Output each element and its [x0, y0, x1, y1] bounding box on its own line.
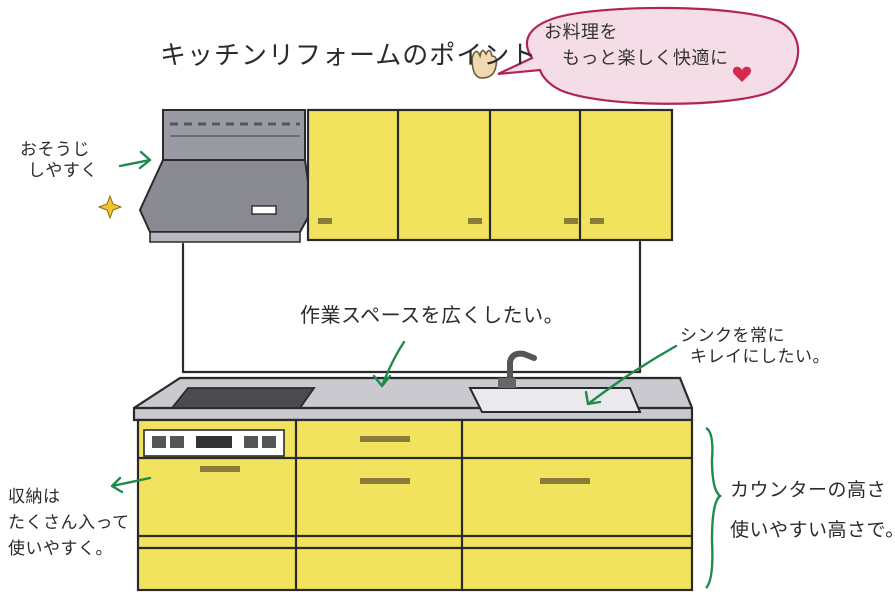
sink-note-line1: シンクを常に: [680, 326, 785, 346]
range-hood: [138, 109, 314, 243]
speech-bubble-text: お料理を もっと楽しく快適に: [538, 20, 729, 72]
backsplash: [181, 240, 642, 374]
ok-hand-icon: [471, 49, 498, 79]
hood-note: おそうじ しやすく: [20, 140, 98, 183]
speech-bubble: [497, 6, 800, 105]
sparkle-icon: [97, 194, 123, 220]
faucet: [498, 350, 537, 388]
sink: [468, 387, 642, 413]
workspace-note: 作業スペースを広くしたい。: [300, 303, 565, 327]
counter-note-line1: カウンターの高さ: [730, 479, 887, 501]
counter-height-note: カウンターの高さ 使いやすい高さで。: [730, 470, 895, 550]
counter-note-line2: 使いやすい高さで。: [730, 519, 895, 541]
upper-cabinets: [306, 108, 674, 242]
storage-note-line3: 使いやすく。: [8, 539, 113, 559]
heart-icon: [732, 66, 752, 82]
arrows: [110, 150, 678, 494]
storage-note-line1: 収納は: [8, 487, 61, 507]
speech-bubble-line2: もっと楽しく快適に: [562, 48, 729, 69]
page-title: キッチンリフォームのポイント: [160, 41, 538, 71]
hood-note-line2: しやすく: [28, 161, 98, 182]
cooktop: [170, 387, 316, 409]
height-bracket: [705, 426, 722, 589]
sink-note: シンクを常に キレイにしたい。: [680, 326, 830, 369]
lower-cabinets: [136, 418, 694, 592]
storage-note-line2: たくさん入って: [8, 513, 130, 533]
hood-note-line1: おそうじ: [20, 140, 90, 160]
speech-bubble-line1: お料理を: [544, 22, 618, 43]
storage-note: 収納は たくさん入って 使いやすく。: [8, 484, 130, 562]
countertop: [132, 376, 694, 422]
sink-note-line2: キレイにしたい。: [690, 347, 830, 368]
